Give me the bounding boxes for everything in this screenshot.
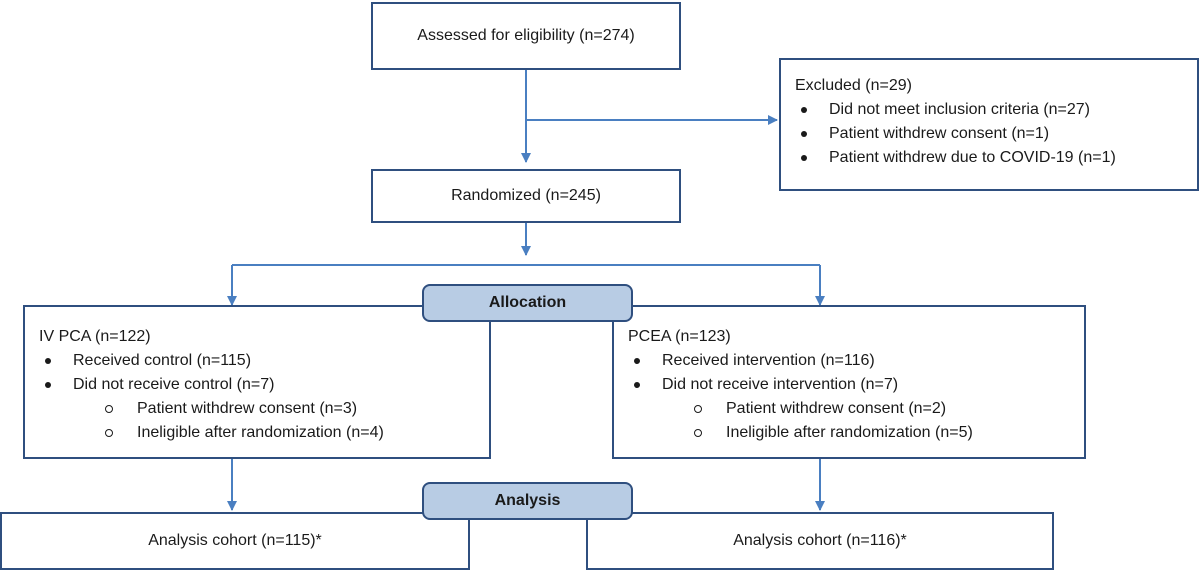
list-item: Patient withdrew due to COVID-19 (n=1): [795, 146, 1183, 170]
left-cohort-label: Analysis cohort (n=115)*: [148, 532, 322, 549]
left-arm-title: IV PCA (n=122): [39, 328, 151, 345]
list-item: Ineligible after randomization (n=4): [39, 421, 475, 445]
right-arm-title: PCEA (n=123): [628, 328, 731, 345]
analysis-text: Analysis: [494, 492, 561, 509]
list-item: Received intervention (n=116): [628, 349, 1070, 373]
assessed-box: Assessed for eligibility (n=274): [371, 2, 681, 70]
list-item: Received control (n=115): [39, 349, 475, 373]
allocation-label: Allocation: [422, 284, 633, 322]
list-item: Patient withdrew consent (n=2): [628, 397, 1070, 421]
randomized-box: Randomized (n=245): [371, 169, 681, 223]
right-cohort-box: Analysis cohort (n=116)*: [586, 512, 1054, 570]
right-cohort-label: Analysis cohort (n=116)*: [733, 532, 907, 549]
left-cohort-box: Analysis cohort (n=115)*: [0, 512, 470, 570]
list-item: Did not receive control (n=7): [39, 373, 475, 397]
excluded-list: Did not meet inclusion criteria (n=27) P…: [795, 98, 1183, 170]
right-arm-box: PCEA (n=123) Received intervention (n=11…: [612, 305, 1086, 459]
list-item: Patient withdrew consent (n=3): [39, 397, 475, 421]
assessed-label: Assessed for eligibility (n=274): [417, 27, 635, 44]
excluded-title: Excluded (n=29): [795, 77, 912, 94]
analysis-label: Analysis: [422, 482, 633, 520]
excluded-box: Excluded (n=29) Did not meet inclusion c…: [779, 58, 1199, 191]
left-arm-box: IV PCA (n=122) Received control (n=115) …: [23, 305, 491, 459]
allocation-text: Allocation: [488, 294, 567, 311]
right-arm-list: Received intervention (n=116) Did not re…: [628, 349, 1070, 445]
list-item: Patient withdrew consent (n=1): [795, 122, 1183, 146]
left-arm-list: Received control (n=115) Did not receive…: [39, 349, 475, 445]
randomized-label: Randomized (n=245): [451, 187, 601, 204]
list-item: Ineligible after randomization (n=5): [628, 421, 1070, 445]
list-item: Did not meet inclusion criteria (n=27): [795, 98, 1183, 122]
list-item: Did not receive intervention (n=7): [628, 373, 1070, 397]
